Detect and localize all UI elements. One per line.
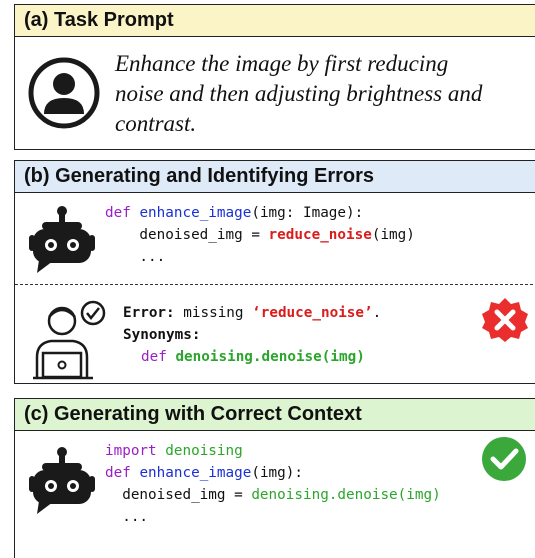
code-line: ... [105, 249, 166, 265]
code-line: ... [105, 509, 149, 525]
prompt-line: Enhance the image by first reducing [115, 51, 449, 76]
code-line: def enhance_image(img: Image): [105, 205, 363, 221]
error-label: Error: [123, 305, 175, 321]
error-end: . [372, 305, 382, 321]
panel-generating-errors: (b) Generating and Identifying Errors de… [14, 160, 535, 384]
robot-icon [29, 447, 95, 514]
synonym-line: def denoising.denoise(img) [141, 349, 365, 365]
correct-call: denoising.denoise(img) [251, 487, 441, 503]
keyword: def [141, 349, 167, 365]
error-name: ‘reduce_noise’ [252, 305, 373, 321]
code-text: denoised_img = [105, 227, 269, 243]
code-text: denoised_img = [105, 487, 252, 503]
code-text: (img: Image): [251, 205, 364, 221]
code-line: denoised_img = denoising.denoise(img) [105, 487, 441, 503]
code-line: def enhance_image(img): [105, 465, 303, 481]
synonyms-label: Synonyms: [123, 327, 201, 343]
panel-task-prompt: (a) Task Prompt Enhance the image by fir… [14, 4, 535, 150]
prompt-line: noise and then adjusting brightness and [115, 81, 483, 106]
module-name: denoising [165, 443, 243, 459]
code-text: (img) [371, 227, 415, 243]
keyword: import [105, 443, 157, 459]
code-line: denoised_img = reduce_noise(img) [105, 227, 415, 243]
panel-correct-context: (c) Generating with Correct Context impo… [14, 398, 535, 558]
error-badge-icon [482, 298, 528, 342]
panel-c-header: (c) Generating with Correct Context [15, 399, 535, 431]
synonym-function: denoising.denoise(img) [175, 349, 365, 365]
keyword: def [105, 205, 131, 221]
developer-laptop-icon [33, 300, 106, 380]
dashed-divider [15, 284, 535, 285]
error-line: Error: missing ‘reduce_noise’. [123, 305, 381, 321]
error-text: missing [174, 305, 253, 321]
prompt-line: contrast. [115, 111, 197, 136]
function-name: enhance_image [139, 205, 252, 221]
code-line: import denoising [105, 443, 243, 459]
keyword: def [105, 465, 131, 481]
robot-icon [29, 206, 95, 273]
user-icon [28, 57, 100, 129]
panel-a-header: (a) Task Prompt [15, 5, 535, 37]
task-prompt-text: Enhance the image by first reducing nois… [115, 49, 525, 139]
success-check-icon [482, 437, 526, 481]
code-text: (img): [251, 465, 303, 481]
missing-function: reduce_noise [268, 227, 372, 243]
panel-b-header: (b) Generating and Identifying Errors [15, 161, 535, 193]
function-name: enhance_image [139, 465, 252, 481]
